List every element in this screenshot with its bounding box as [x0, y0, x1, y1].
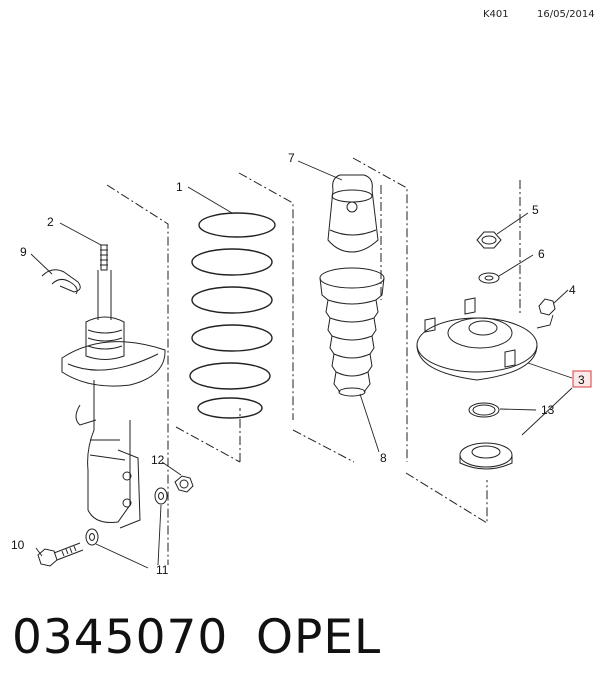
strut-exploded-diagram: 1 2 3 4 5 6 7 8 9 10 11 12 13 — [11, 151, 592, 577]
drawing-code: K401 — [483, 9, 509, 20]
drawing-date: 16/05/2014 — [537, 9, 595, 20]
callout-8: 8 — [380, 451, 387, 465]
callout-5: 5 — [532, 203, 539, 217]
callout-10: 10 — [11, 538, 25, 552]
callout-12: 12 — [151, 453, 165, 467]
strut-washer — [478, 272, 500, 284]
brand-name: OPEL — [256, 610, 382, 665]
callout-1: 1 — [176, 180, 183, 194]
callout-11: 11 — [156, 563, 169, 577]
frame-mount — [380, 180, 521, 524]
shock-absorber — [61, 244, 166, 529]
frame-shock — [106, 184, 169, 565]
frame-bump — [292, 157, 408, 463]
leader-lines — [30, 160, 573, 569]
callout-2: 2 — [47, 215, 54, 229]
callout-9: 9 — [20, 245, 27, 259]
callout-3-highlight — [572, 370, 592, 388]
top-mount — [416, 297, 538, 381]
callout-13: 13 — [541, 403, 555, 417]
bump-stop — [327, 174, 379, 253]
callout-3: 3 — [578, 373, 585, 387]
brake-hose-clip — [41, 269, 81, 295]
part-number: 0345070 — [12, 610, 229, 665]
coil-spring — [189, 212, 276, 419]
strut-nut — [476, 231, 502, 249]
bolt-nut — [174, 475, 194, 493]
bolt-washer-a — [85, 528, 99, 546]
bolt-washer-b — [154, 487, 168, 505]
dust-boot — [319, 267, 385, 397]
callout-7: 7 — [288, 151, 295, 165]
mounting-bolt — [37, 542, 84, 567]
callout-6: 6 — [538, 247, 545, 261]
mount-nut — [538, 298, 556, 316]
bearing-ring — [468, 402, 500, 418]
frame-spring — [175, 172, 294, 463]
strut-bearing — [459, 442, 513, 470]
callout-4: 4 — [569, 283, 576, 297]
